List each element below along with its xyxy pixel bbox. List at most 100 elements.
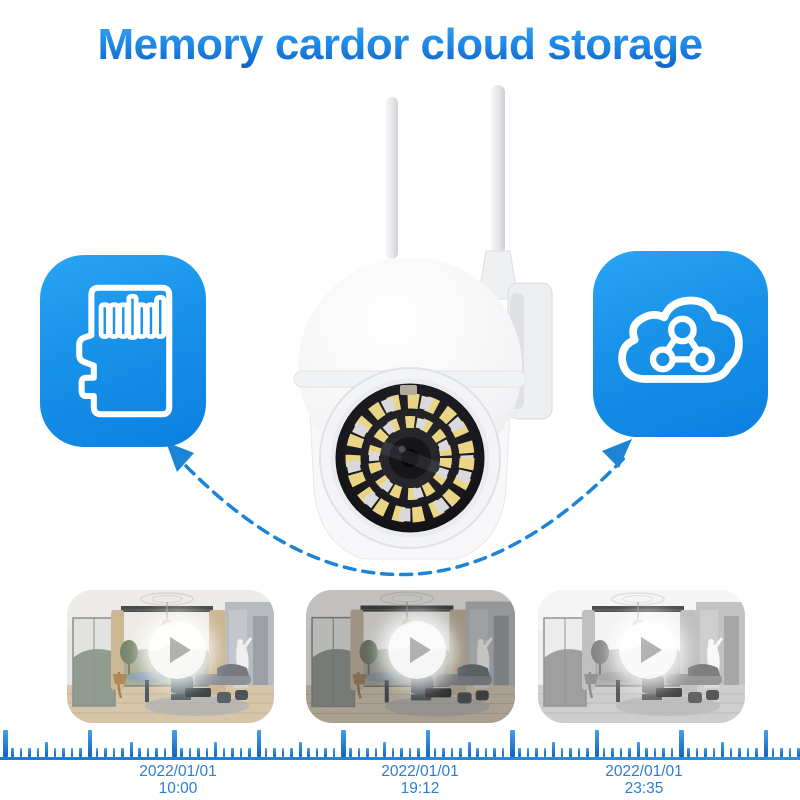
timeline-tick <box>408 748 412 757</box>
timeline-tick <box>746 748 750 757</box>
timeline-tick <box>780 748 783 757</box>
timeline-tick <box>400 748 403 757</box>
timeline-tick <box>45 742 49 757</box>
timeline-tick <box>264 748 268 757</box>
timeline-tick <box>11 748 14 757</box>
timeline-tick <box>797 748 800 757</box>
timeline-tick <box>70 748 74 757</box>
play-icon[interactable] <box>387 620 446 679</box>
timeline-tick <box>129 742 133 757</box>
arrow-to-memory-card <box>166 442 194 472</box>
page-title: Memory cardor cloud storage <box>0 20 800 70</box>
timeline-tick <box>501 748 505 757</box>
timeline-tick <box>459 748 462 757</box>
timeline-tick <box>383 742 387 757</box>
timeline-tick <box>450 748 454 757</box>
led-ring <box>345 393 475 523</box>
timeline-tick <box>366 748 369 757</box>
timeline-tick <box>611 748 614 757</box>
timeline-tick <box>636 742 640 757</box>
timeline-tick <box>163 748 167 757</box>
timestamp-time: 19:12 <box>400 780 440 797</box>
timeline-tick <box>205 748 209 757</box>
timeline-tick <box>628 748 631 757</box>
timeline-tick <box>341 730 346 757</box>
timeline-tick <box>712 748 716 757</box>
camera-face <box>319 367 501 549</box>
timestamp-3: 2022/01/01 23:35 <box>564 763 724 797</box>
timeline-tick <box>721 742 725 757</box>
timeline-tick <box>239 748 243 757</box>
timeline-tick <box>602 748 606 757</box>
timeline-tick <box>349 748 352 757</box>
timeline-tick <box>552 742 556 757</box>
timeline-tick <box>307 748 310 757</box>
timeline-tick <box>290 748 293 757</box>
timeline-tick <box>28 748 31 757</box>
timeline-tick <box>180 748 183 757</box>
timeline-tick <box>763 730 768 757</box>
timeline-tick <box>332 748 336 757</box>
timeline-tick <box>315 748 319 757</box>
timeline-tick <box>653 748 657 757</box>
timeline-tick <box>273 748 276 757</box>
timeline-tick <box>146 748 150 757</box>
play-icon[interactable] <box>147 620 206 679</box>
timeline-tick <box>112 748 116 757</box>
timeline-tick <box>104 748 107 757</box>
timeline-tick <box>248 748 251 757</box>
timeline-tick <box>679 730 684 757</box>
timeline-tick <box>36 748 40 757</box>
timeline-tick <box>256 730 261 757</box>
timeline-tick <box>87 730 92 757</box>
light-sensor <box>400 385 417 395</box>
timeline-ruler[interactable] <box>0 729 800 757</box>
timeline-tick <box>425 730 430 757</box>
timeline-tick <box>19 748 23 757</box>
timeline-tick <box>62 748 65 757</box>
timeline-tick <box>510 730 515 757</box>
timeline-tick <box>298 742 302 757</box>
timeline-tick <box>788 748 792 757</box>
left-antenna <box>386 97 398 259</box>
timeline-tick <box>79 748 82 757</box>
timeline-tick <box>476 748 479 757</box>
timeline-tick <box>704 748 707 757</box>
timeline-tick <box>535 748 538 757</box>
play-icon[interactable] <box>618 620 677 679</box>
timeline-tick <box>417 748 420 757</box>
timeline-tick <box>53 748 57 757</box>
timeline-ruler-line <box>0 757 800 760</box>
timeline-tick <box>95 748 99 757</box>
timeline-tick <box>222 748 226 757</box>
timeline-tick <box>543 748 547 757</box>
timeline-tick <box>197 748 200 757</box>
timeline-tick <box>560 748 564 757</box>
timeline-tick <box>484 748 488 757</box>
timeline-tick <box>738 748 741 757</box>
recording-thumbnail-3[interactable] <box>538 590 745 723</box>
timeline-tick <box>526 748 530 757</box>
timeline-tick <box>518 748 521 757</box>
camera-lens <box>380 428 440 488</box>
timestamp-date: 2022/01/01 <box>381 763 459 780</box>
cloud-network-icon <box>617 296 743 383</box>
timeline-tick <box>188 748 192 757</box>
timeline-tick <box>619 748 623 757</box>
timeline-tick <box>214 742 218 757</box>
timestamp-time: 10:00 <box>158 780 198 797</box>
timeline-tick <box>172 730 177 757</box>
timeline-tick <box>155 748 158 757</box>
timeline-tick <box>121 748 124 757</box>
timeline-tick <box>467 742 471 757</box>
timestamp-2: 2022/01/01 19:12 <box>340 763 500 797</box>
timeline-tick <box>391 748 395 757</box>
timeline-tick <box>645 748 648 757</box>
recording-thumbnail-2[interactable] <box>306 590 515 723</box>
timeline-tick <box>433 748 437 757</box>
timeline-tick <box>3 730 8 757</box>
right-antenna <box>479 85 517 300</box>
timestamp-1: 2022/01/01 10:00 <box>98 763 258 797</box>
recording-thumbnail-1[interactable] <box>67 590 274 723</box>
